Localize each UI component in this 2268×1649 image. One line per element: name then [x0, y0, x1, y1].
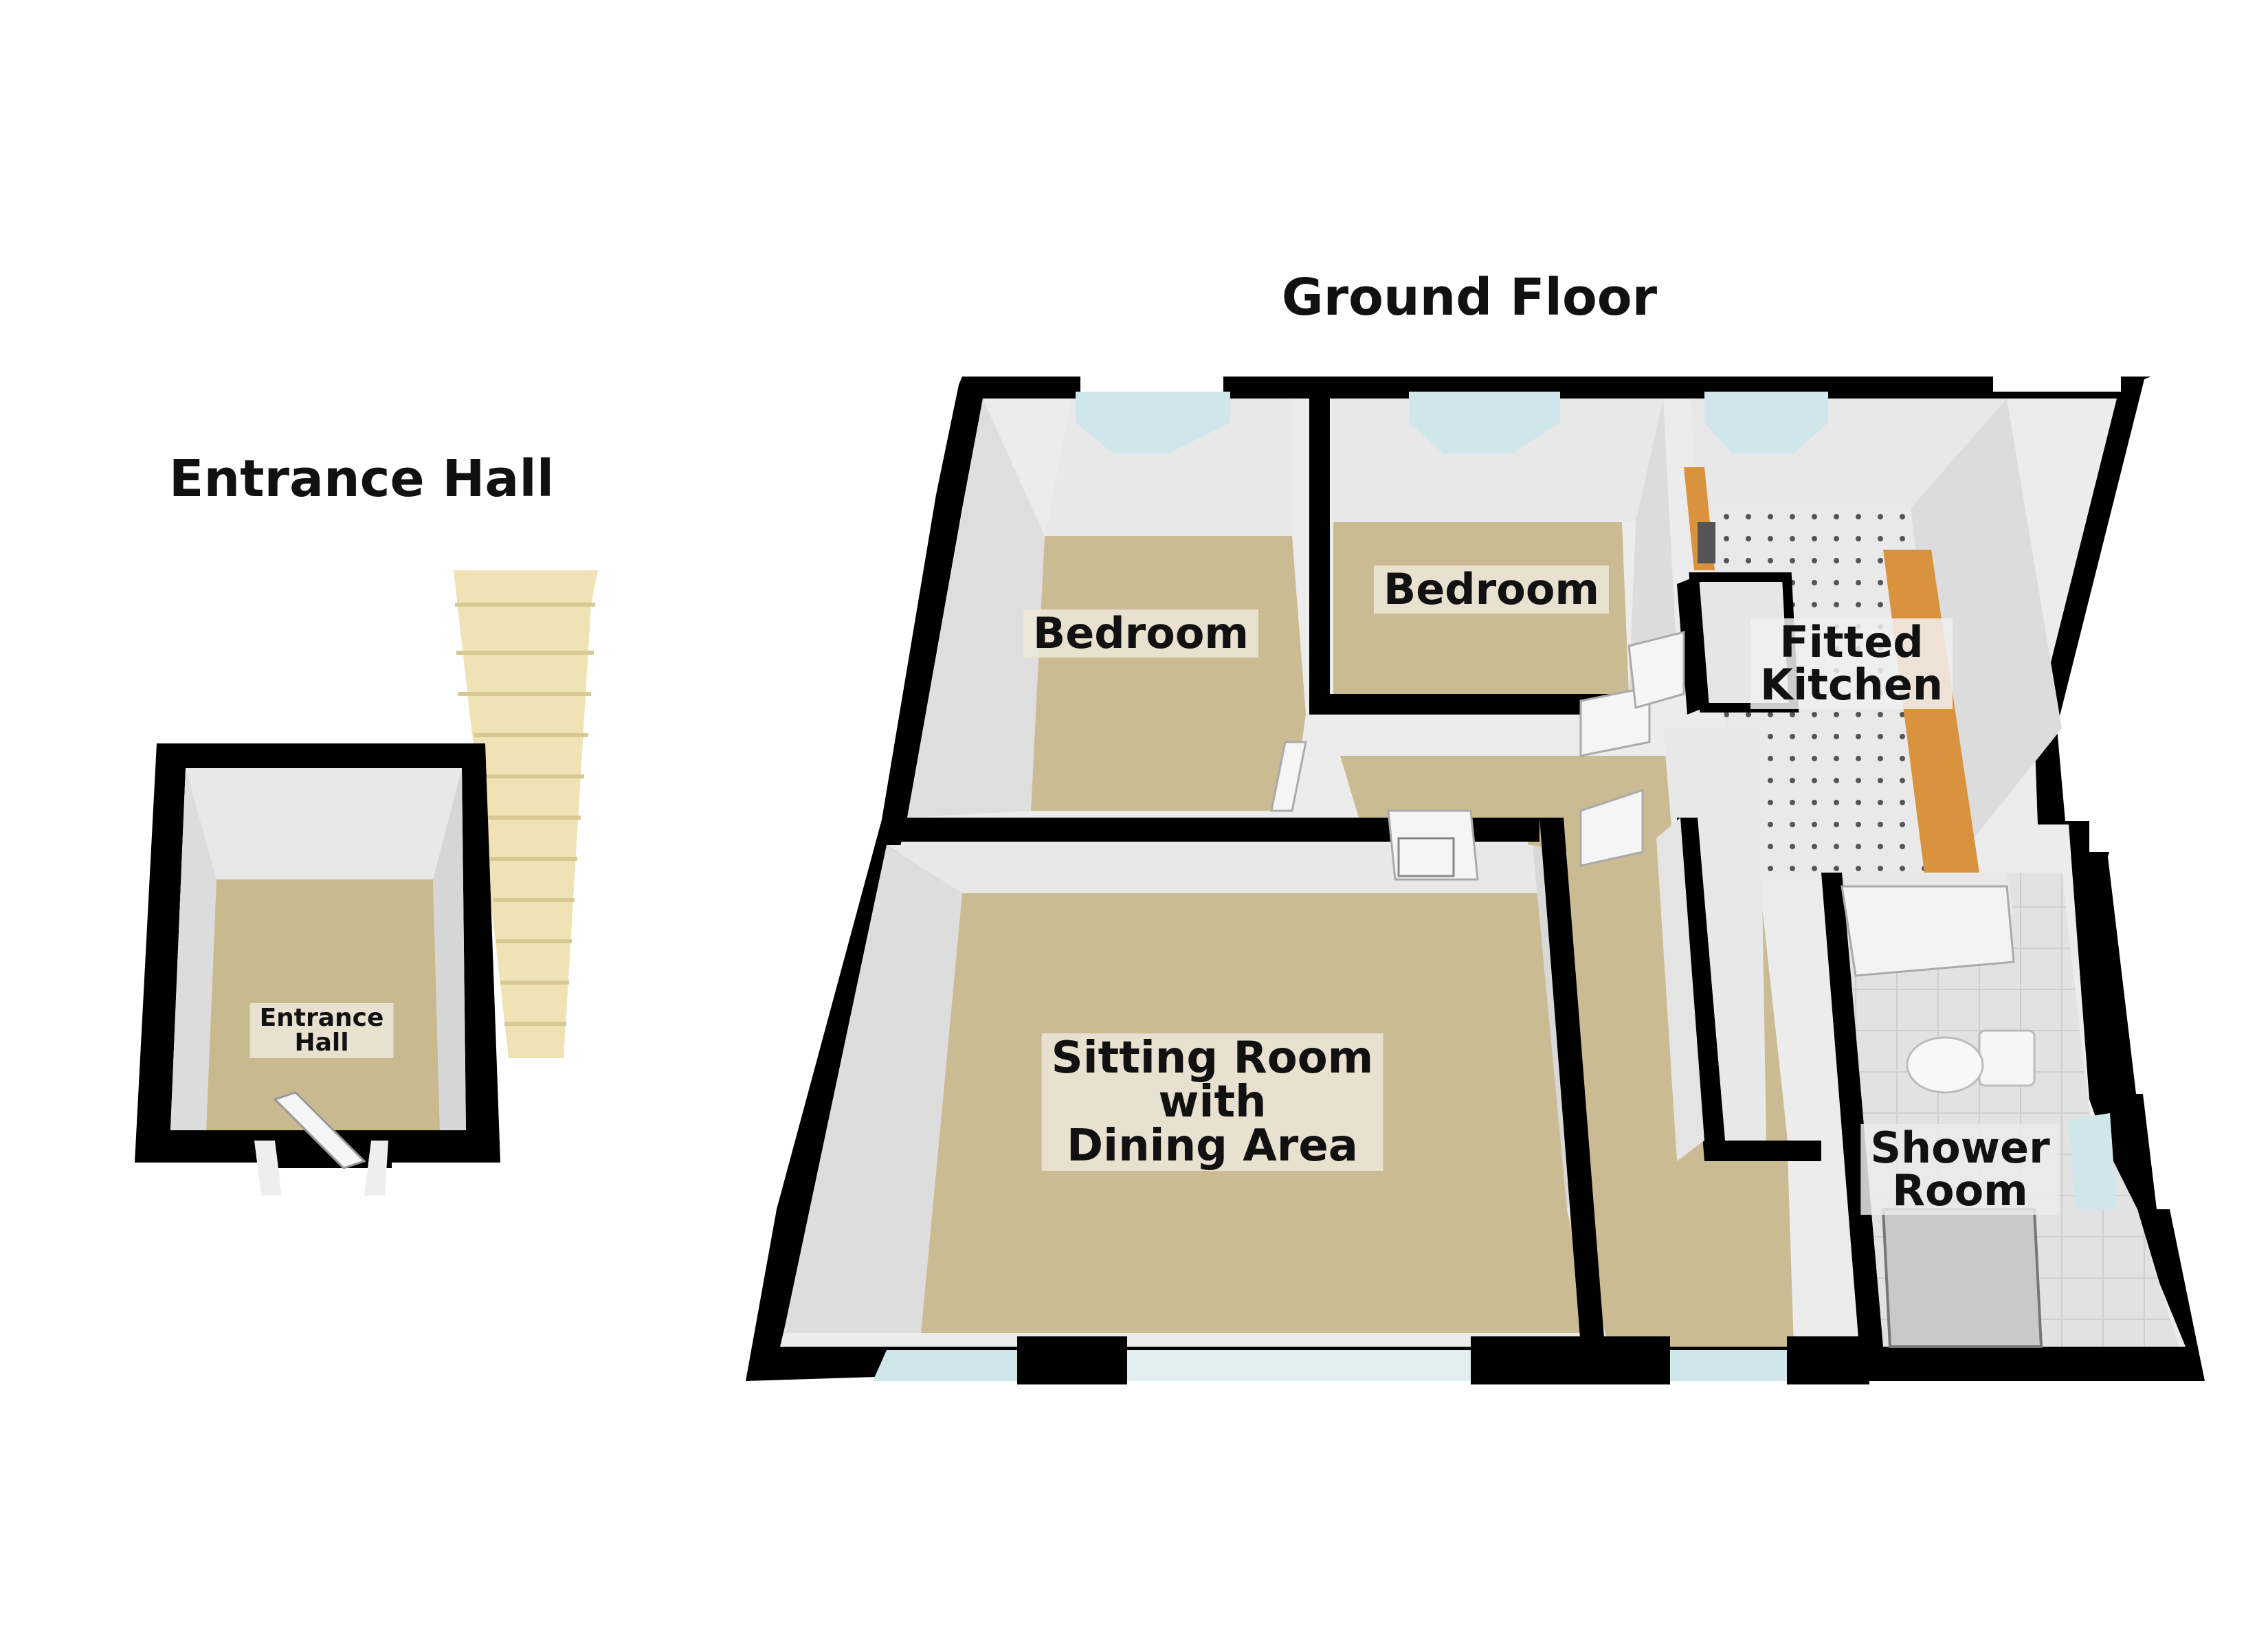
ground-floor-plan — [746, 377, 2205, 1384]
room-label-line: Dining Area — [1067, 1121, 1358, 1171]
room-label-fitted-kitchen: Fitted Kitchen — [1750, 618, 1953, 709]
entrance-hall-heading: Entrance Hall — [168, 449, 555, 508]
room-label-line: Hall — [294, 1029, 349, 1057]
room-label-line: Entrance — [259, 1004, 384, 1032]
room-label-shower-room: Shower Room — [1860, 1123, 2060, 1215]
ground-floor-heading: Ground Floor — [1281, 268, 1658, 327]
room-label-line: with — [1158, 1077, 1267, 1128]
room-label-entrance-hall: Entrance Hall — [249, 1003, 394, 1058]
room-label-line: Shower — [1870, 1123, 2050, 1173]
room-label-line: Fitted — [1779, 617, 1924, 667]
room-label-bedroom-1: Bedroom — [1023, 608, 1259, 658]
room-label-line: Sitting Room — [1051, 1033, 1374, 1084]
toilet-fixture — [1906, 1029, 2036, 1094]
room-label-sitting-room: Sitting Room with Dining Area — [1041, 1033, 1383, 1171]
room-label-line: Bedroom — [1383, 564, 1600, 614]
room-label-bedroom-2: Bedroom — [1373, 564, 1610, 614]
entrance-hall-plan — [135, 570, 598, 1196]
room-label-line: Kitchen — [1759, 660, 1944, 710]
room-label-line: Bedroom — [1032, 608, 1249, 658]
doors — [1270, 631, 2015, 977]
room-label-line: Room — [1892, 1165, 2028, 1215]
staircase — [454, 570, 598, 1058]
